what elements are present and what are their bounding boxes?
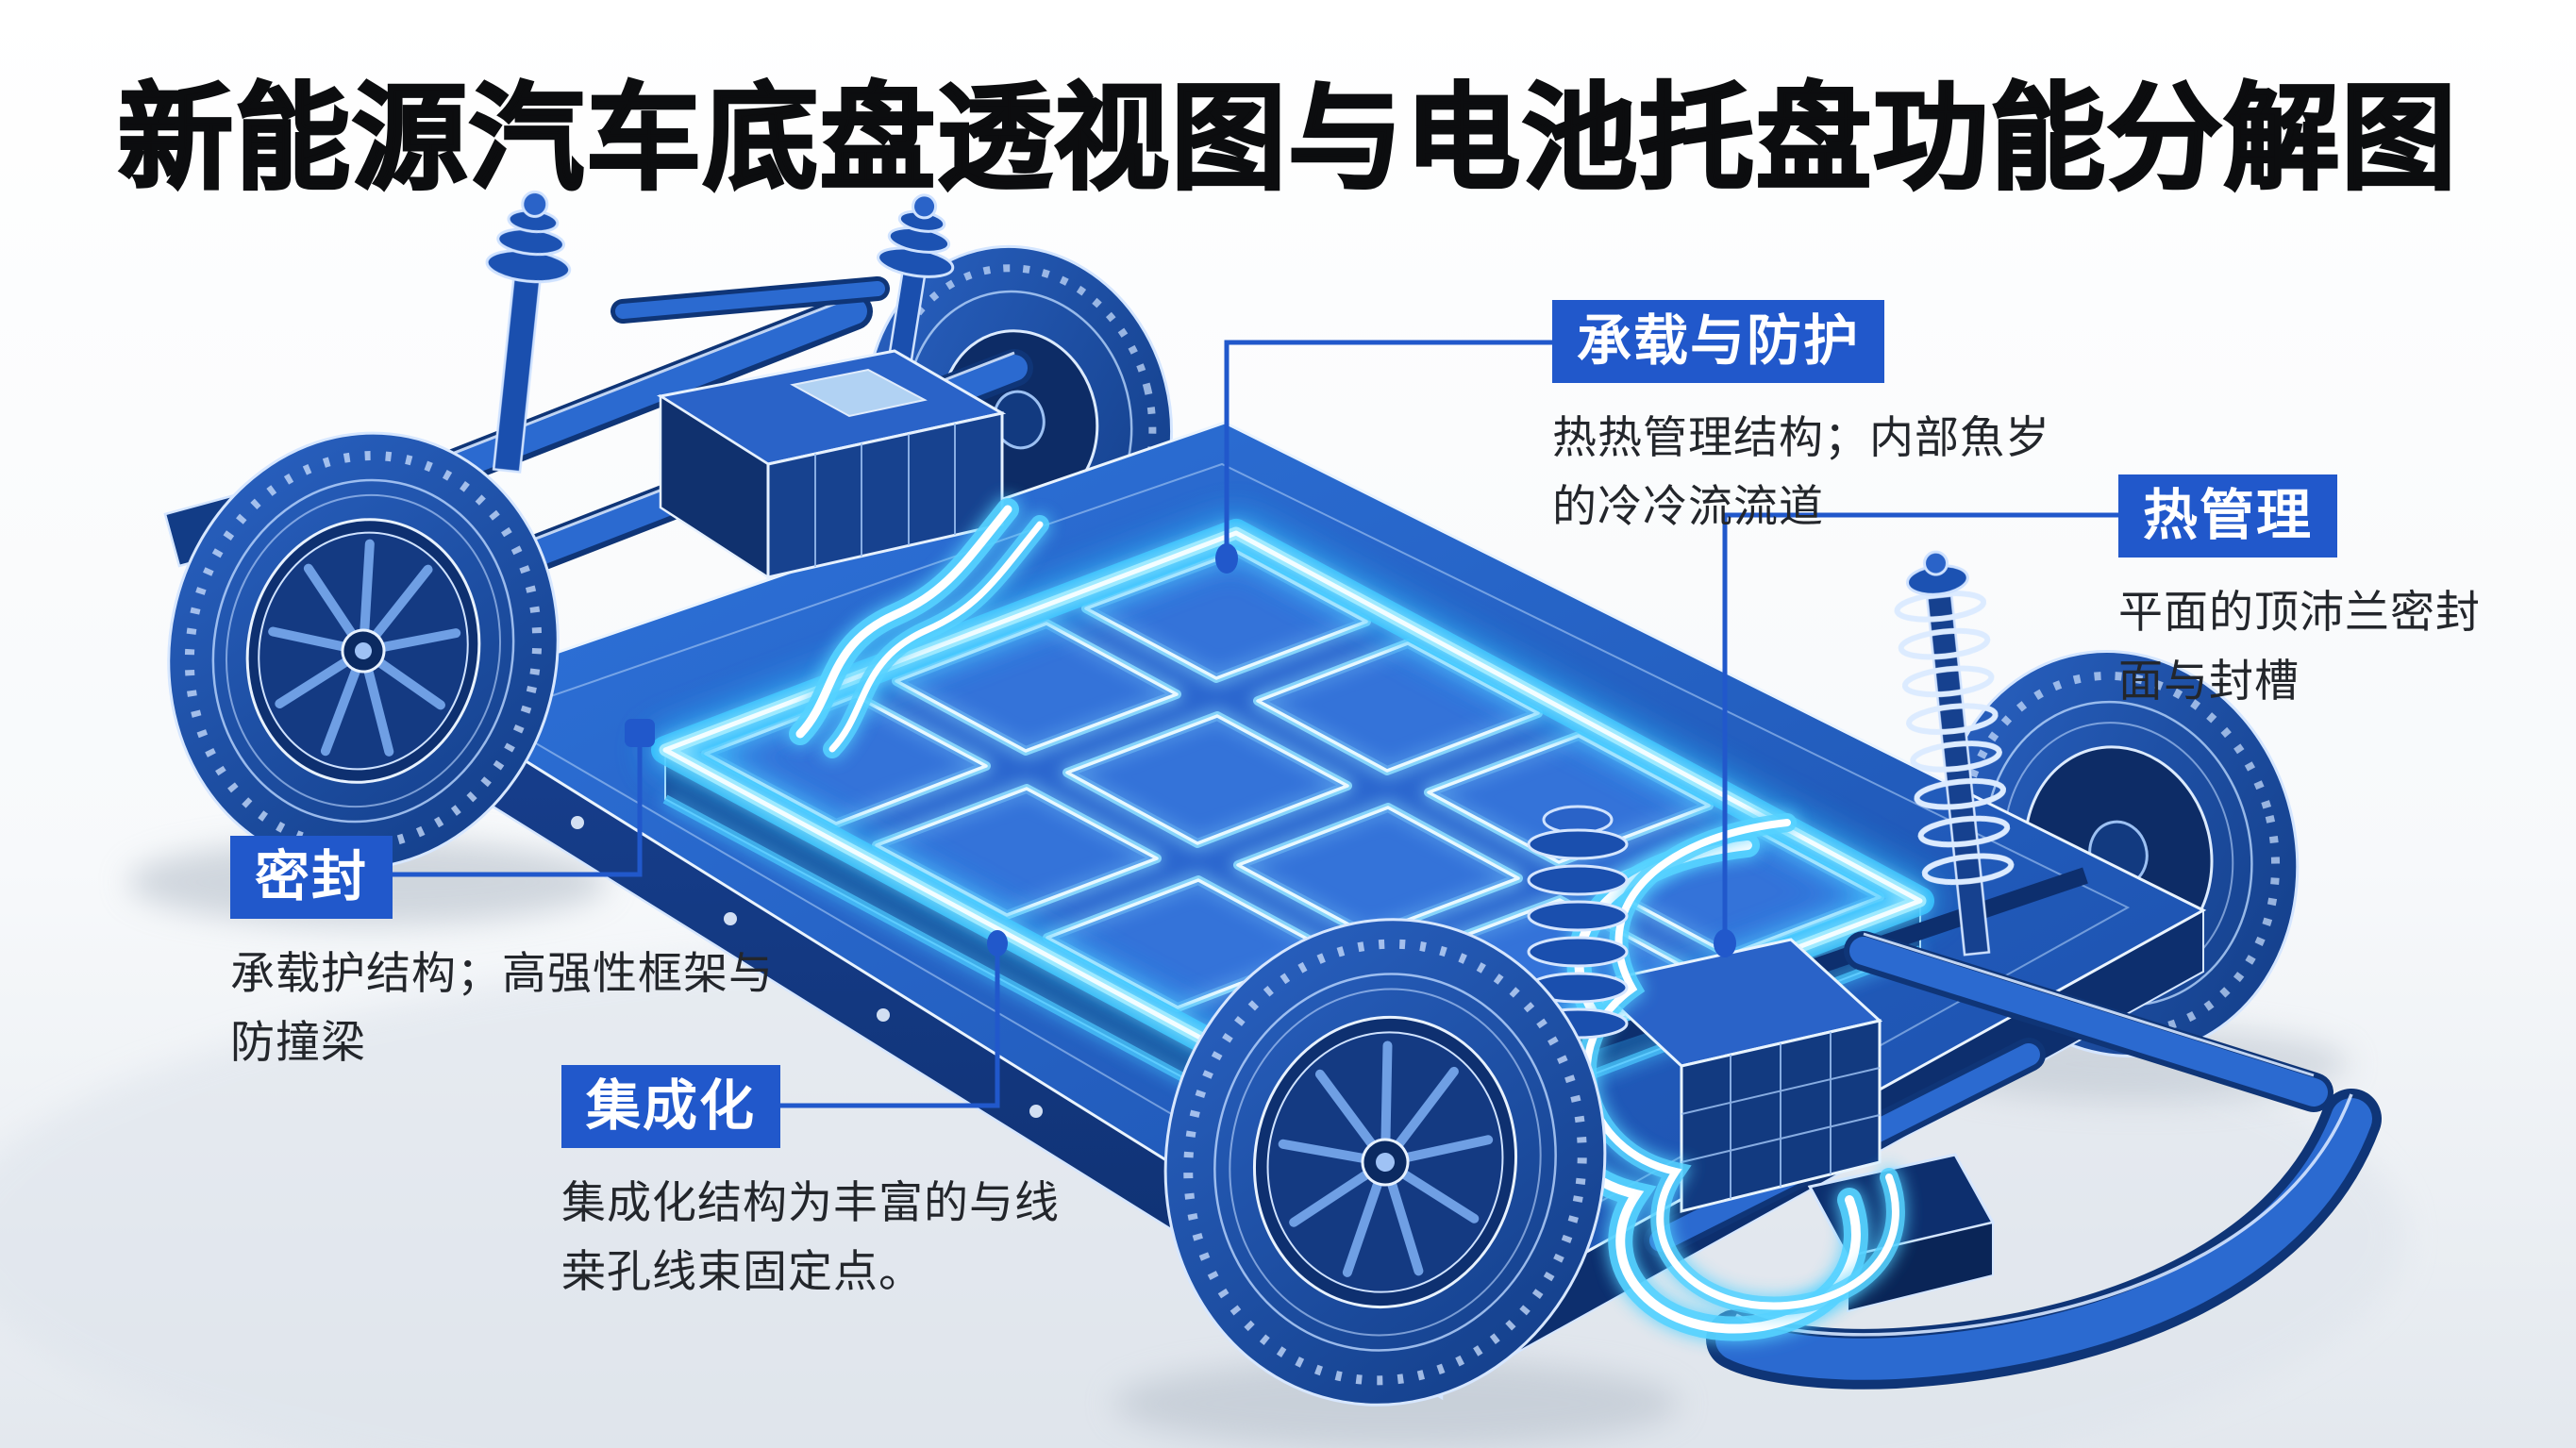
leader-lines (369, 340, 2118, 1108)
anchor-dot-integration (987, 930, 1008, 957)
anchor-dot-thermal (1714, 929, 1736, 957)
label-load-protection: 承载与防护 热热管理结构；内部魚岁 的冷冷流流道 (1552, 300, 2050, 541)
leader-line-integration (750, 945, 1000, 1108)
leader-line-load-protection (1224, 340, 1552, 547)
label-desc-load-protection: 热热管理结构；内部魚岁 的冷冷流流道 (1552, 412, 2050, 531)
label-desc-sealing: 承载护结构；高强性框架与 防撞梁 (230, 948, 774, 1067)
strut-rear-right (1894, 550, 2015, 957)
label-desc-thermal-management: 平面的顶沛兰密封 面与封槽 (2118, 587, 2481, 706)
battery-glow-border (651, 519, 1934, 1132)
wheel-rear-left (1163, 918, 1607, 1406)
label-tag-sealing: 密封 (230, 836, 393, 919)
label-integration: 集成化 集成化结构为丰富的与线 桒孔线束固定点。 (561, 1065, 1060, 1307)
rear-motor-unit (1589, 938, 1883, 1213)
deck-bolts (571, 816, 1043, 1118)
page-title: 新能源汽车底盘透视图与电池托盘功能分解图 (117, 74, 2458, 205)
strut-front-left (485, 190, 572, 474)
front-motor-unit (656, 349, 1007, 580)
wheel-front-left (167, 431, 560, 871)
anchor-dot-sealing (625, 719, 655, 747)
label-thermal-management: 热管理 平面的顶沛兰密封 面与封槽 (2118, 474, 2481, 716)
label-desc-integration: 集成化结构为丰富的与线 桒孔线束固定点。 (561, 1177, 1060, 1296)
label-tag-integration: 集成化 (561, 1065, 781, 1148)
leader-line-thermal (1722, 512, 2118, 934)
label-tag-thermal-management: 热管理 (2118, 474, 2338, 558)
anchor-dot-load-protection (1215, 543, 1238, 574)
coolant-hoses-front (789, 498, 1049, 758)
label-sealing: 密封 承载护结构；高强性框架与 防撞梁 (230, 836, 774, 1077)
leader-line-sealing (369, 745, 643, 877)
label-tag-load-protection: 承载与防护 (1552, 300, 1885, 383)
leader-anchors (625, 543, 1736, 957)
